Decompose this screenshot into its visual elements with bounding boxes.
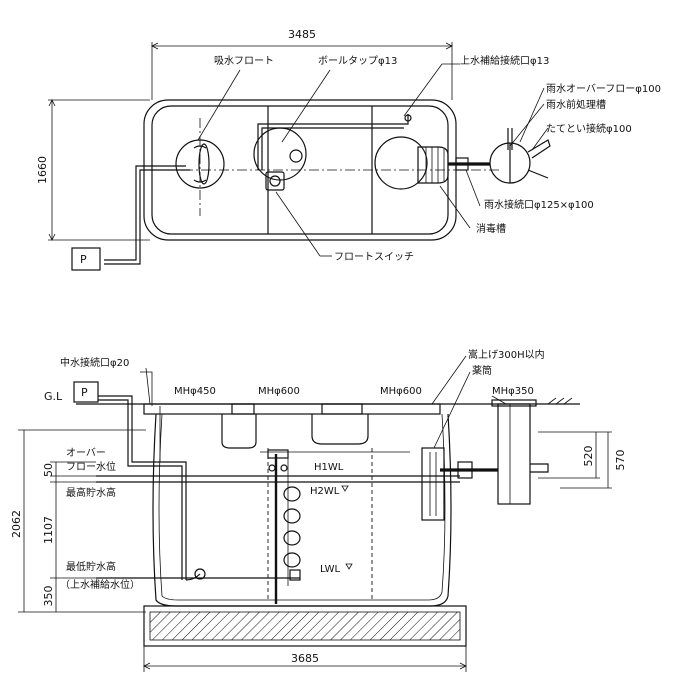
- plan-view: 3485 1660: [36, 28, 661, 271]
- label-supply-connection: 上水補給接続口φ13: [460, 54, 549, 67]
- dim-520: 520: [582, 446, 595, 467]
- section-pretreatment-tank: [497, 403, 531, 505]
- dim-50: 50: [42, 463, 55, 477]
- plan-manhole-600-b: [374, 136, 428, 190]
- label-suction-float: 吸水フロート: [214, 55, 274, 67]
- foundation-slab: [143, 605, 467, 647]
- label-disinfection-tank: 消毒槽: [476, 222, 506, 235]
- label-h1wl: H1WL: [314, 462, 344, 473]
- plan-pump-box: [71, 247, 101, 271]
- dim-3685: 3685: [291, 652, 319, 665]
- label-overflow-line2: フロー水位: [66, 460, 116, 473]
- label-rain-overflow: 雨水オーバーフローφ100: [546, 83, 661, 95]
- section-pump-label: P: [81, 386, 88, 399]
- label-ball-tap: ボールタップφ13: [318, 55, 397, 67]
- plan-width-dimension: 1660: [36, 99, 150, 241]
- label-min-storage: 最低貯水高: [66, 560, 116, 573]
- section-manhole-450: [221, 414, 257, 449]
- gl-label: G.L: [44, 390, 63, 403]
- plan-length-dimension: 3485: [151, 28, 453, 100]
- section-pump-box: [73, 381, 99, 403]
- label-overflow-line1: オーバー: [66, 447, 106, 459]
- label-rain-connection: 雨水接続口φ125×φ100: [484, 198, 594, 211]
- label-mh600-b: MHφ600: [380, 386, 422, 397]
- dim-570: 570: [614, 450, 627, 471]
- label-mh350: MHφ350: [492, 386, 534, 397]
- label-raise: 嵩上げ300H以内: [468, 348, 545, 361]
- label-downspout-connection: たてとい接続φ100: [546, 122, 632, 135]
- label-h2wl: H2WL: [310, 486, 340, 497]
- plan-length-label: 3485: [288, 28, 316, 41]
- chemical-tube: [421, 447, 445, 521]
- label-lwl: LWL: [320, 564, 341, 575]
- label-mh600-a: MHφ600: [258, 386, 300, 397]
- plan-pump-label: P: [80, 253, 87, 266]
- section-manhole-600-a: [311, 414, 369, 445]
- plan-width-label: 1660: [36, 156, 49, 184]
- section-view: G.L P: [10, 348, 627, 672]
- label-max-storage: 最高貯水高: [66, 486, 116, 499]
- section-tank-outline: [152, 413, 452, 607]
- label-float-switch: フロートスイッチ: [334, 251, 414, 263]
- label-rain-pretreatment: 雨水前処理槽: [546, 98, 606, 111]
- dim-350: 350: [42, 586, 55, 607]
- label-chemical: 薬筒: [472, 364, 492, 377]
- label-gray-water: 中水接続口φ20: [60, 356, 129, 369]
- dim-1107: 1107: [42, 516, 55, 544]
- label-supply-level: （上水補給水位）: [60, 578, 140, 591]
- dim-2062: 2062: [10, 510, 23, 538]
- label-mh450: MHφ450: [174, 386, 216, 397]
